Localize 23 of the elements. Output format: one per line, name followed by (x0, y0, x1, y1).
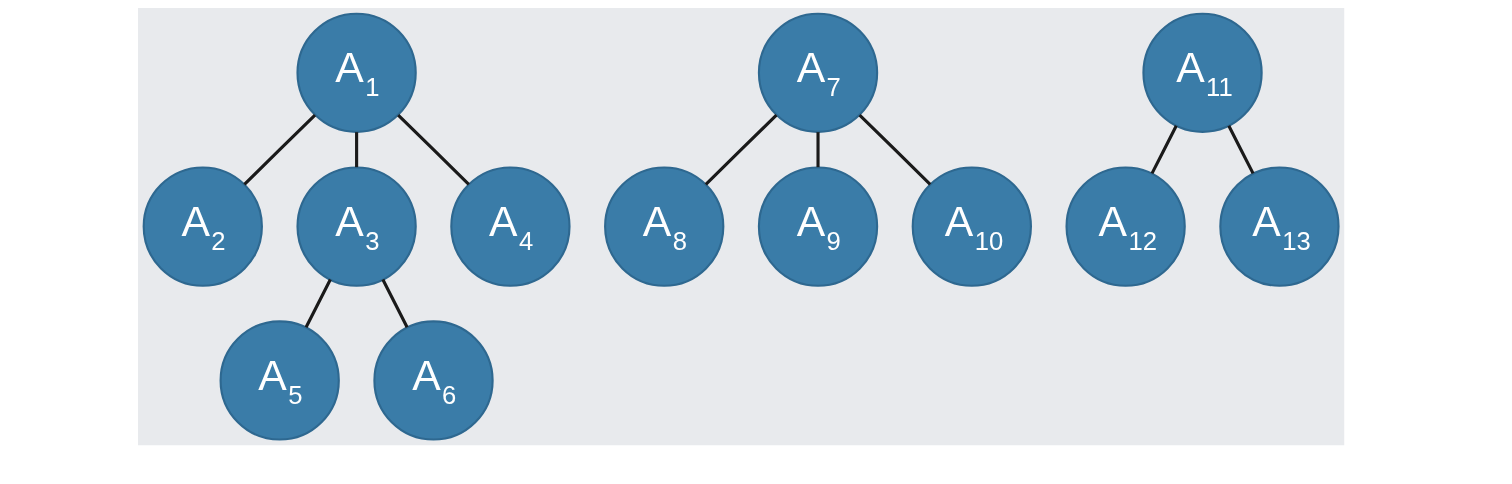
connector (704, 114, 777, 186)
connector (242, 114, 316, 186)
connector (354, 132, 358, 168)
node-circle: A$_{13}$ (1218, 166, 1340, 287)
node-circle: A$_{3}$ (295, 166, 417, 287)
node-circle: A$_{1}$ (295, 12, 417, 133)
connector (396, 114, 470, 186)
connector (815, 132, 820, 168)
node-circle: A$_{6}$ (372, 320, 494, 441)
connector (858, 114, 931, 186)
node-circle: A$_{7}$ (757, 12, 878, 133)
node-circle: A$_{9}$ (757, 166, 878, 287)
connector (380, 278, 408, 328)
connector (1226, 125, 1254, 175)
node-circle: A$_{8}$ (603, 166, 724, 287)
node-circle: A$_{11}$ (1141, 12, 1263, 133)
node-circle: A$_{5}$ (219, 320, 340, 441)
node-circle: A$_{2}$ (142, 166, 263, 287)
connector (304, 278, 332, 328)
node-circle: A$_{12}$ (1064, 166, 1186, 287)
connector (1150, 125, 1178, 175)
node-circle: A$_{10}$ (911, 166, 1032, 287)
node-circle: A$_{4}$ (449, 166, 571, 287)
